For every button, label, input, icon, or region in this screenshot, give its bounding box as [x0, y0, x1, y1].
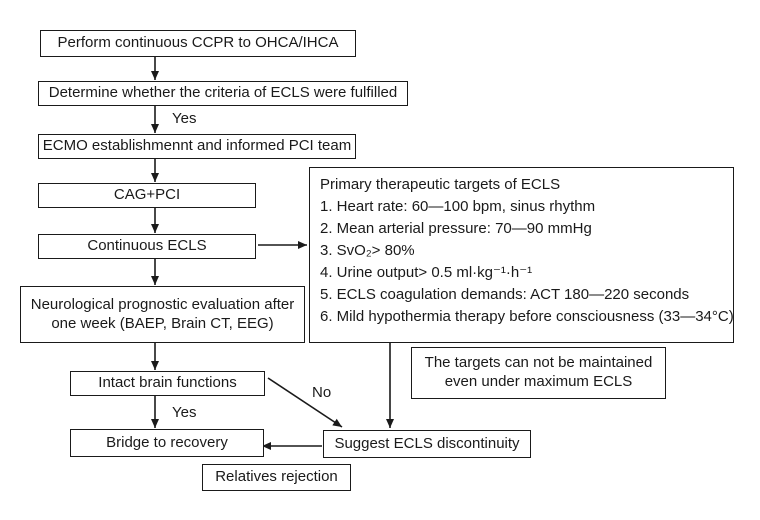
neuro-evaluation-box: Neurological prognostic evaluation after… — [20, 286, 305, 343]
intact-brain-text: Intact brain functions — [98, 374, 237, 392]
suggest-discontinuity-box: Suggest ECLS discontinuity — [323, 430, 531, 458]
intact-brain-box: Intact brain functions — [70, 371, 265, 396]
maintain-text-line2: even under maximum ECLS — [444, 373, 633, 390]
targets-box: Primary therapeutic targets of ECLS 1. H… — [309, 167, 734, 343]
criteria-box: Determine whether the criteria of ECLS w… — [38, 81, 408, 106]
start-text: Perform continuous CCPR to OHCA/IHCA — [57, 34, 339, 52]
maintain-box: The targets can not be maintained even u… — [411, 347, 666, 399]
continuous-ecls-box: Continuous ECLS — [38, 234, 256, 259]
yes-label-intact: Yes — [172, 404, 197, 421]
cag-pci-text: CAG+PCI — [113, 186, 181, 204]
cag-pci-box: CAG+PCI — [38, 183, 256, 208]
target-item: 1. Heart rate: 60—100 bpm, sinus rhythm — [320, 198, 596, 215]
target-item: 3. SvO₂> 80% — [320, 242, 415, 259]
target-item: 4. Urine output> 0.5 ml·kg⁻¹·h⁻¹ — [320, 264, 533, 281]
neuro-text-line2: one week (BAEP, Brain CT, EEG) — [51, 314, 274, 332]
no-label-intact: No — [312, 384, 332, 401]
start-box: Perform continuous CCPR to OHCA/IHCA — [40, 30, 356, 57]
targets-title: Primary therapeutic targets of ECLS — [320, 176, 561, 193]
neuro-text-line1: Neurological prognostic evaluation after — [30, 295, 295, 313]
relatives-rejection-box: Relatives rejection — [202, 464, 351, 491]
bridge-text: Bridge to recovery — [106, 433, 228, 451]
maintain-text-line1: The targets can not be maintained — [424, 354, 653, 372]
target-item: 2. Mean arterial pressure: 70—90 mmHg — [320, 220, 592, 237]
ecmo-text: ECMO establishmennt and informed PCI tea… — [42, 137, 352, 155]
bridge-box: Bridge to recovery — [70, 429, 264, 457]
yes-label-criteria: Yes — [172, 110, 197, 127]
target-item: 5. ECLS coagulation demands: ACT 180—220… — [320, 286, 690, 303]
continuous-ecls-text: Continuous ECLS — [87, 237, 207, 255]
target-item: 6. Mild hypothermia therapy before consc… — [320, 308, 734, 325]
criteria-text: Determine whether the criteria of ECLS w… — [48, 84, 398, 102]
relatives-rejection-text: Relatives rejection — [215, 468, 338, 486]
arrow-intact-to-suggest — [267, 377, 343, 428]
ecmo-box: ECMO establishmennt and informed PCI tea… — [38, 134, 356, 159]
suggest-discontinuity-text: Suggest ECLS discontinuity — [334, 434, 520, 452]
